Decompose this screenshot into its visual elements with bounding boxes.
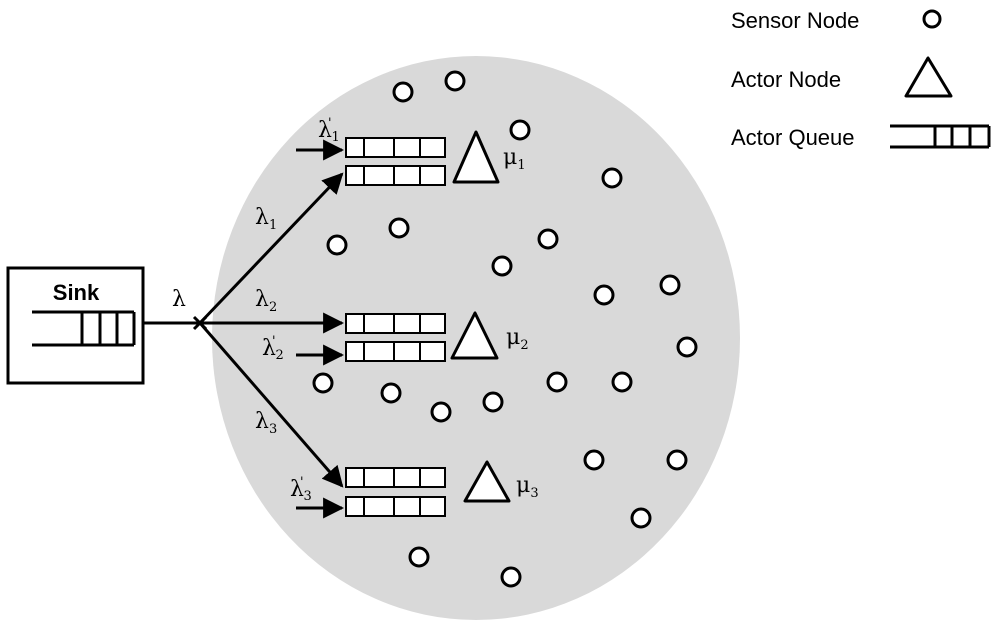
sensor-node bbox=[392, 81, 414, 103]
actor-node-2 bbox=[450, 311, 499, 360]
legend: Sensor Node Actor Node Actor Queue bbox=[731, 8, 991, 150]
sensor-node bbox=[509, 119, 531, 141]
sensor-node bbox=[537, 228, 559, 250]
sensor-node bbox=[491, 255, 513, 277]
sensor-node bbox=[546, 371, 568, 393]
sensor-node bbox=[601, 167, 623, 189]
local-rate-label-2: λ'2 bbox=[262, 334, 284, 363]
legend-sensor-icon bbox=[922, 9, 942, 29]
sensor-node bbox=[326, 234, 348, 256]
route-arrow-3 bbox=[198, 322, 344, 488]
local-rate-label-1: λ'1 bbox=[318, 116, 340, 145]
sensor-node bbox=[312, 372, 334, 394]
sink-rate-label: λ bbox=[172, 287, 186, 312]
legend-queue-icon bbox=[890, 124, 991, 149]
actor-nodes bbox=[450, 130, 511, 503]
sensor-node bbox=[593, 284, 615, 306]
local-rate-label-3: λ'3 bbox=[290, 475, 312, 504]
sensor-nodes bbox=[312, 70, 698, 588]
actor-queues bbox=[345, 137, 446, 517]
sensor-node bbox=[500, 566, 522, 588]
sink: Sink bbox=[6, 266, 145, 385]
sensor-node bbox=[408, 546, 430, 568]
sensor-node bbox=[444, 70, 466, 92]
actor-node-3 bbox=[463, 460, 511, 503]
route-arrow-1 bbox=[198, 172, 344, 325]
service-rate-label-2: μ2 bbox=[506, 325, 529, 353]
sensor-node bbox=[380, 382, 402, 404]
actor-queue-2 bbox=[345, 313, 446, 362]
legend-sensor-label: Sensor Node bbox=[731, 8, 859, 33]
sensor-node bbox=[482, 391, 504, 413]
sensor-node bbox=[583, 449, 605, 471]
local-arrivals bbox=[296, 139, 345, 519]
sensor-node bbox=[388, 217, 410, 239]
actor-queue-3 bbox=[345, 467, 446, 517]
sensor-node bbox=[659, 274, 681, 296]
legend-actor-icon bbox=[904, 56, 953, 98]
sink-box bbox=[6, 266, 145, 385]
route-label-2: λ2 bbox=[255, 287, 277, 315]
route-label-1: λ1 bbox=[255, 205, 277, 233]
legend-queue-label: Actor Queue bbox=[731, 125, 855, 150]
split-point-mark bbox=[192, 315, 208, 331]
sink-queue bbox=[32, 310, 136, 347]
sensor-node bbox=[676, 336, 698, 358]
routing-links bbox=[143, 172, 345, 488]
sensor-node bbox=[666, 449, 688, 471]
sink-label: Sink bbox=[53, 280, 100, 305]
sensor-node bbox=[430, 401, 452, 423]
sensor-node bbox=[630, 507, 652, 529]
legend-actor-label: Actor Node bbox=[731, 67, 841, 92]
actor-queue-1 bbox=[345, 137, 446, 186]
route-label-3: λ3 bbox=[255, 409, 277, 437]
actor-node-1 bbox=[452, 130, 500, 184]
sensor-node bbox=[611, 371, 633, 393]
service-rate-label-1: μ1 bbox=[503, 145, 526, 173]
service-rate-label-3: μ3 bbox=[516, 473, 539, 501]
